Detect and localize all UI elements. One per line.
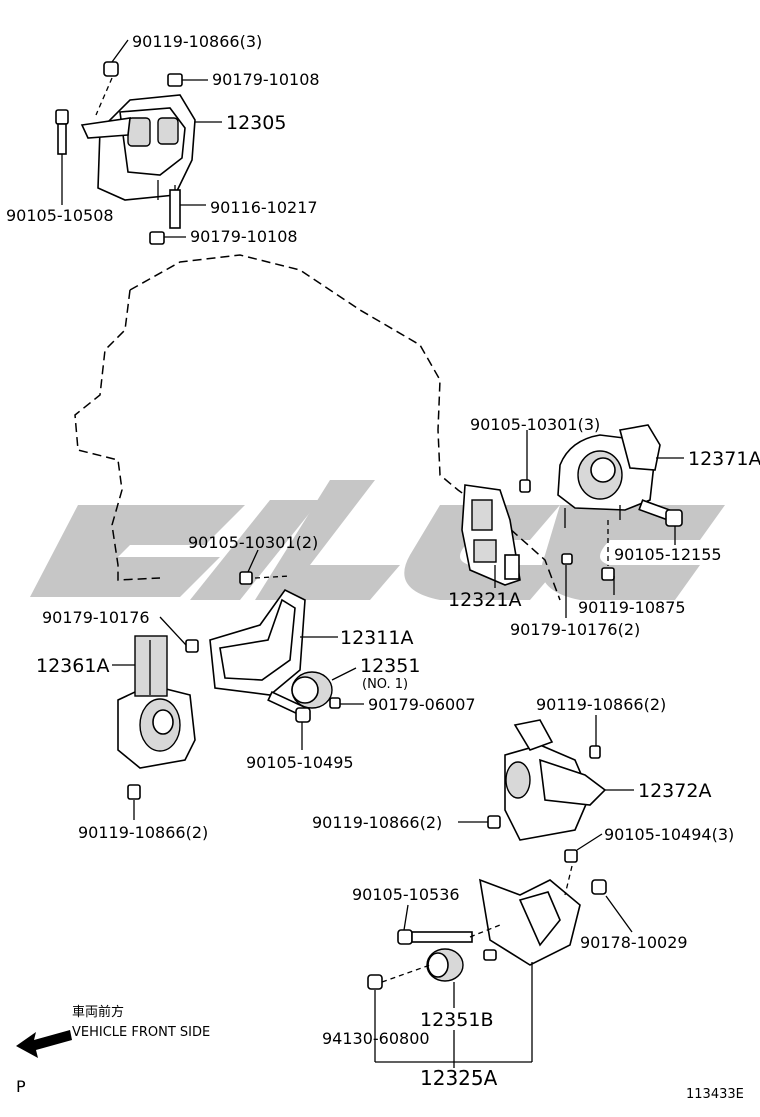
label-12321A: 12321A: [448, 589, 521, 611]
mount-12371A: [519, 424, 683, 581]
bracket-12325A: [367, 849, 607, 990]
label-12305: 12305: [226, 112, 286, 134]
label-90119-10866-2-left: 90119-10866(2): [78, 823, 208, 842]
label-90179-06007: 90179-06007: [368, 695, 476, 714]
label-90105-10495: 90105-10495: [246, 753, 354, 772]
mount-12372A: [487, 719, 607, 841]
corner-mark: P: [16, 1077, 26, 1096]
label-90179-10108-lower: 90179-10108: [190, 227, 298, 246]
front-label-en: VEHICLE FRONT SIDE: [72, 1025, 210, 1040]
label-90119-10866-2-top: 90119-10866(2): [536, 695, 666, 714]
label-90105-12155: 90105-12155: [614, 545, 722, 564]
label-12325A: 12325A: [420, 1066, 498, 1090]
label-12311A: 12311A: [340, 627, 413, 649]
label-12372A: 12372A: [638, 780, 711, 802]
label-90105-10536: 90105-10536: [352, 885, 460, 904]
label-90105-10508: 90105-10508: [6, 206, 114, 225]
label-90119-10866-3: 90119-10866(3): [132, 32, 262, 51]
engine-outline: [74, 254, 561, 601]
label-90179-10176-2: 90179-10176(2): [510, 620, 640, 639]
label-12371A: 12371A: [688, 448, 760, 470]
bracket-12311A: [209, 571, 341, 723]
label-12361A: 12361A: [36, 655, 109, 677]
label-90119-10875: 90119-10875: [578, 598, 686, 617]
label-90178-10029: 90178-10029: [580, 933, 688, 952]
label-90105-10301-2: 90105-10301(2): [188, 533, 318, 552]
front-label-jp: 車両前方: [72, 1004, 124, 1020]
mount-12361A: [117, 635, 199, 800]
vehicle-front-indicator: 車両前方 VEHICLE FRONT SIDE: [16, 1004, 210, 1058]
diagram-id: 113433E: [686, 1087, 744, 1102]
label-94130-60800: 94130-60800: [322, 1029, 430, 1048]
front-arrow-icon: [16, 1030, 72, 1058]
label-90179-10108-upper: 90179-10108: [212, 70, 320, 89]
leader-lines: [61, 39, 684, 1068]
label-12351B: 12351B: [420, 1009, 493, 1031]
bracket-12321A: [461, 484, 521, 586]
label-90116-10217: 90116-10217: [210, 198, 318, 217]
label-no1: (NO. 1): [362, 677, 408, 692]
mount-12305: [55, 61, 196, 245]
label-90179-10176: 90179-10176: [42, 608, 150, 627]
label-90105-10301-3: 90105-10301(3): [470, 415, 600, 434]
label-12351: 12351: [360, 655, 420, 677]
watermark-logo: [30, 480, 725, 600]
label-90105-10494-3: 90105-10494(3): [604, 825, 734, 844]
label-90119-10866-2-mid: 90119-10866(2): [312, 813, 442, 832]
